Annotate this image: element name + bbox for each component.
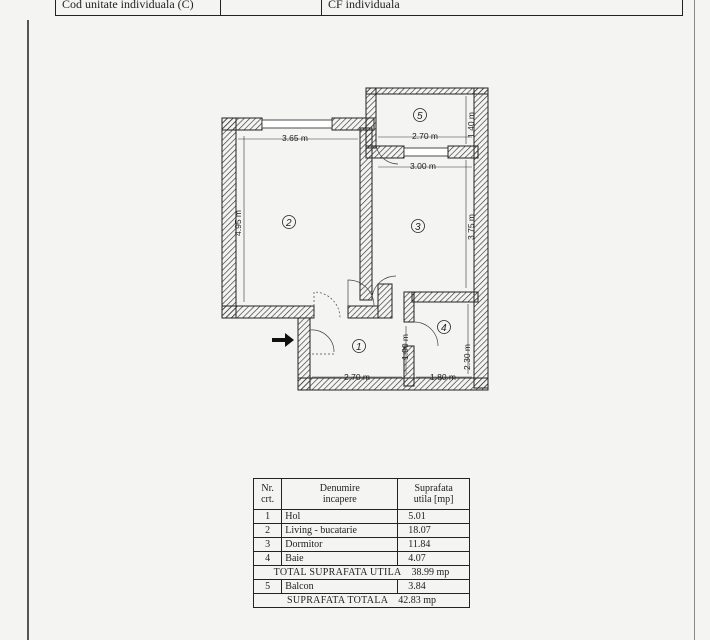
dim-balcon-width: 2.70 m: [412, 131, 438, 141]
row-name: Living - bucatarie: [281, 523, 399, 538]
row-nr: 3: [252, 537, 283, 552]
dim-baie-height: 2.30 m: [462, 344, 472, 370]
room-2-circle: [282, 215, 296, 229]
dim-living-width: 3.65 m: [282, 133, 308, 143]
row-name: Hol: [281, 509, 399, 524]
table-row: 4 Baie 4.07: [252, 551, 470, 566]
row-area: 11.84: [397, 537, 470, 552]
dim-balcon-depth: 1.40 m: [466, 112, 476, 138]
room-3-circle: [411, 219, 425, 233]
room-2-number: 2: [285, 218, 292, 229]
dim-dormitor-height: 3.75 m: [466, 214, 476, 240]
total-utila-value: 38.99 mp: [411, 567, 450, 578]
table-row: 2 Living - bucatarie 18.07: [252, 523, 470, 538]
row-nr: 4: [252, 551, 283, 566]
row-name: Dormitor: [281, 537, 399, 552]
total-label: SUPRAFATA TOTALA: [286, 595, 389, 606]
room-4-number: 4: [441, 323, 447, 334]
dim-dormitor-width: 3.00 m: [410, 161, 436, 171]
room-5-circle: [413, 108, 427, 122]
table-row-balcon: 5 Balcon 3.84: [252, 579, 470, 594]
wall-living: [221, 117, 379, 319]
row-nr: 1: [252, 509, 283, 524]
total-value: 42.83 mp: [398, 595, 437, 606]
dim-hol-width: 2.70 m: [344, 372, 370, 382]
page-left-border: [27, 20, 29, 640]
dim-baie-width: 1.80 m: [430, 372, 456, 382]
total-utila-label: TOTAL SUPRAFATA UTILA: [273, 567, 402, 578]
total-row: SUPRAFATA TOTALA 42.83 mp: [253, 593, 470, 608]
room-4-circle: [437, 320, 451, 334]
room-1-circle: [352, 339, 366, 353]
row-nr: 2: [252, 523, 283, 538]
doors: [309, 141, 439, 355]
row-area: 5.01: [397, 509, 470, 524]
row-area: 3.84: [397, 579, 470, 594]
room-3-number: 3: [415, 222, 421, 233]
entrance-arrow-icon: [272, 333, 294, 347]
header-cell-blank: [221, 0, 322, 15]
dimension-lines: [238, 96, 472, 378]
table-row: 1 Hol 5.01: [252, 509, 470, 524]
dim-living-height: 4.95 m: [233, 210, 243, 236]
room-1-number: 1: [356, 342, 362, 353]
row-name: Baie: [281, 551, 399, 566]
header-cell-cod-unitate: Cod unitate individuala (C): [56, 0, 221, 15]
header-cell-cf: CF individuala: [328, 0, 400, 11]
col-nr: Nr.crt.: [252, 478, 283, 510]
total-cell: SUPRAFATA TOTALA 42.83 mp: [253, 593, 470, 608]
total-utila-row: TOTAL SUPRAFATA UTILA 38.99 mp: [253, 565, 470, 580]
row-area: 4.07: [397, 551, 470, 566]
row-name: Balcon: [281, 579, 399, 594]
header-table: Cod unitate individuala (C) CF individua…: [55, 0, 683, 16]
table-row: 3 Dormitor 11.84: [252, 537, 470, 552]
row-nr: 5: [252, 579, 283, 594]
page-right-border: [694, 0, 695, 640]
wall-hol: [297, 291, 489, 391]
total-utila-cell: TOTAL SUPRAFATA UTILA 38.99 mp: [253, 565, 470, 580]
dim-hol-height: 1.90 m: [400, 334, 410, 360]
room-5-number: 5: [417, 111, 423, 122]
row-area: 18.07: [397, 523, 470, 538]
